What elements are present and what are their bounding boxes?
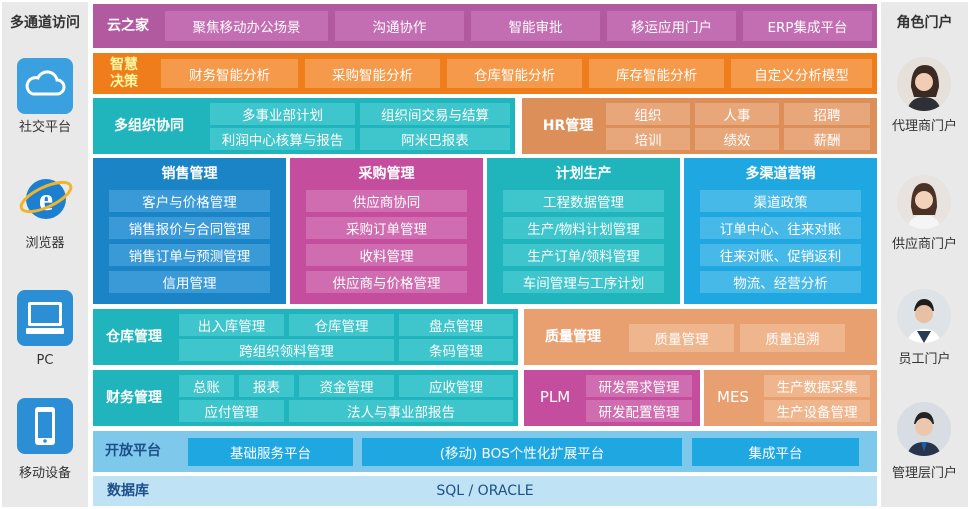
order-forecast-chip[interactable]: 销售订单与预测管理 — [109, 244, 270, 266]
cloud-home-title: 云之家 — [107, 17, 149, 34]
browser-icon[interactable]: e — [17, 170, 75, 228]
hr-org-chip[interactable]: 组织 — [606, 103, 690, 125]
rebate-chip[interactable]: 往来对账、促销返利 — [700, 244, 861, 266]
hr-training-chip[interactable]: 培训 — [606, 128, 690, 150]
payable-chip[interactable]: 应付管理 — [179, 400, 284, 422]
warehouse-analysis-chip[interactable]: 仓库智能分析 — [447, 59, 582, 88]
erp-integration-chip[interactable]: ERP集成平台 — [743, 11, 872, 41]
database-section — [93, 476, 877, 506]
role-portal-title: 角色门户 — [896, 14, 953, 31]
legal-entity-report-chip[interactable]: 法人与事业部报告 — [289, 400, 513, 422]
amoeba-report-chip[interactable]: 阿米巴报表 — [360, 128, 510, 150]
pc-label: PC — [36, 352, 54, 368]
plm-title: PLM — [539, 388, 571, 407]
production-data-chip[interactable]: 生产数据采集 — [764, 375, 870, 397]
rd-config-chip[interactable]: 研发配置管理 — [586, 400, 692, 422]
channel-access-title: 多通道访问 — [10, 14, 80, 31]
mobile-device-label: 移动设备 — [18, 465, 71, 481]
quality-title: 质量管理 — [545, 328, 601, 345]
quality-trace-chip[interactable]: 质量追溯 — [740, 324, 845, 352]
purchase-analysis-chip[interactable]: 采购智能分析 — [305, 59, 440, 88]
sales-title: 销售管理 — [161, 165, 218, 182]
social-platform-label: 社交平台 — [18, 119, 71, 135]
quality-mgmt-chip[interactable]: 质量管理 — [629, 324, 734, 352]
mobile-office-chip[interactable]: 聚焦移动办公场景 — [165, 11, 328, 41]
agent-avatar-icon[interactable] — [897, 57, 951, 111]
agent-portal-label: 代理商门户 — [891, 118, 957, 134]
integration-platform-chip[interactable]: 集成平台 — [692, 438, 859, 466]
ledger-chip[interactable]: 总账 — [179, 375, 234, 397]
hr-title: HR管理 — [542, 117, 594, 134]
cross-org-pick-chip[interactable]: 跨组织领料管理 — [179, 339, 394, 361]
pc-icon[interactable] — [17, 290, 73, 346]
finance-analysis-chip[interactable]: 财务智能分析 — [161, 59, 298, 88]
warehouse-mgmt-chip[interactable]: 仓库管理 — [289, 314, 394, 336]
rd-demand-chip[interactable]: 研发需求管理 — [586, 375, 692, 397]
smart-decision-title-line2: 决策 — [110, 73, 138, 90]
engineering-data-chip[interactable]: 工程数据管理 — [503, 190, 664, 212]
warehouse-title: 仓库管理 — [106, 328, 162, 345]
employee-portal-label: 员工门户 — [898, 351, 951, 367]
customer-price-chip[interactable]: 客户与价格管理 — [109, 190, 270, 212]
credit-chip[interactable]: 信用管理 — [109, 271, 270, 293]
receivable-chip[interactable]: 应收管理 — [399, 375, 513, 397]
finance-title: 财务管理 — [106, 389, 162, 406]
multi-bu-plan-chip[interactable]: 多事业部计划 — [210, 103, 355, 125]
custom-model-chip[interactable]: 自定义分析模型 — [731, 59, 872, 88]
cloud-icon[interactable] — [17, 58, 73, 114]
supplier-price-chip[interactable]: 供应商与价格管理 — [306, 271, 467, 293]
mobile-icon[interactable] — [17, 398, 73, 454]
bos-extension-chip[interactable]: (移动) BOS个性化扩展平台 — [362, 438, 682, 466]
multi-org-title: 多组织协同 — [114, 117, 184, 134]
database-title: 数据库 — [107, 482, 149, 499]
hr-performance-chip[interactable]: 绩效 — [695, 128, 779, 150]
app-portal-chip[interactable]: 移运应用门户 — [607, 11, 736, 41]
production-equipment-chip[interactable]: 生产设备管理 — [764, 400, 870, 422]
inter-org-trade-chip[interactable]: 组织间交易与结算 — [360, 103, 510, 125]
manager-portal-label: 管理层门户 — [891, 465, 957, 481]
supplier-portal-label: 供应商门户 — [891, 236, 957, 252]
browser-label: 浏览器 — [25, 235, 65, 251]
barcode-chip[interactable]: 条码管理 — [399, 339, 513, 361]
inventory-analysis-chip[interactable]: 库存智能分析 — [589, 59, 724, 88]
smart-approval-chip[interactable]: 智能审批 — [471, 11, 600, 41]
fund-chip[interactable]: 资金管理 — [299, 375, 394, 397]
database-value: SQL / ORACLE — [436, 482, 534, 499]
material-plan-chip[interactable]: 生产/物料计划管理 — [503, 217, 664, 239]
hr-personnel-chip[interactable]: 人事 — [695, 103, 779, 125]
production-order-chip[interactable]: 生产订单/领料管理 — [503, 244, 664, 266]
purchase-title: 采购管理 — [358, 165, 415, 182]
hr-salary-chip[interactable]: 薪酬 — [784, 128, 870, 150]
profit-center-chip[interactable]: 利润中心核算与报告 — [210, 128, 355, 150]
multichannel-title: 多渠道营销 — [745, 165, 816, 182]
base-service-chip[interactable]: 基础服务平台 — [188, 438, 353, 466]
supplier-collab-chip[interactable]: 供应商协同 — [306, 190, 467, 212]
channel-policy-chip[interactable]: 渠道政策 — [700, 190, 861, 212]
order-center-chip[interactable]: 订单中心、往来对账 — [700, 217, 861, 239]
employee-avatar-icon[interactable] — [897, 289, 951, 343]
hr-recruit-chip[interactable]: 招聘 — [784, 103, 870, 125]
receiving-chip[interactable]: 收料管理 — [306, 244, 467, 266]
in-out-chip[interactable]: 出入库管理 — [179, 314, 284, 336]
manager-avatar-icon[interactable] — [897, 402, 951, 456]
purchase-order-chip[interactable]: 采购订单管理 — [306, 217, 467, 239]
smart-decision-title: 智慧 决策 — [93, 53, 155, 94]
quote-contract-chip[interactable]: 销售报价与合同管理 — [109, 217, 270, 239]
report-chip[interactable]: 报表 — [239, 375, 294, 397]
smart-decision-title-line1: 智慧 — [110, 57, 138, 74]
supplier-avatar-icon[interactable] — [897, 175, 951, 229]
communication-chip[interactable]: 沟通协作 — [335, 11, 464, 41]
logistics-chip[interactable]: 物流、经营分析 — [700, 271, 861, 293]
mes-title: MES — [717, 388, 749, 407]
plan-production-title: 计划生产 — [555, 165, 612, 182]
workshop-chip[interactable]: 车间管理与工序计划 — [503, 271, 664, 293]
stocktake-chip[interactable]: 盘点管理 — [399, 314, 513, 336]
open-platform-title: 开放平台 — [105, 443, 161, 460]
